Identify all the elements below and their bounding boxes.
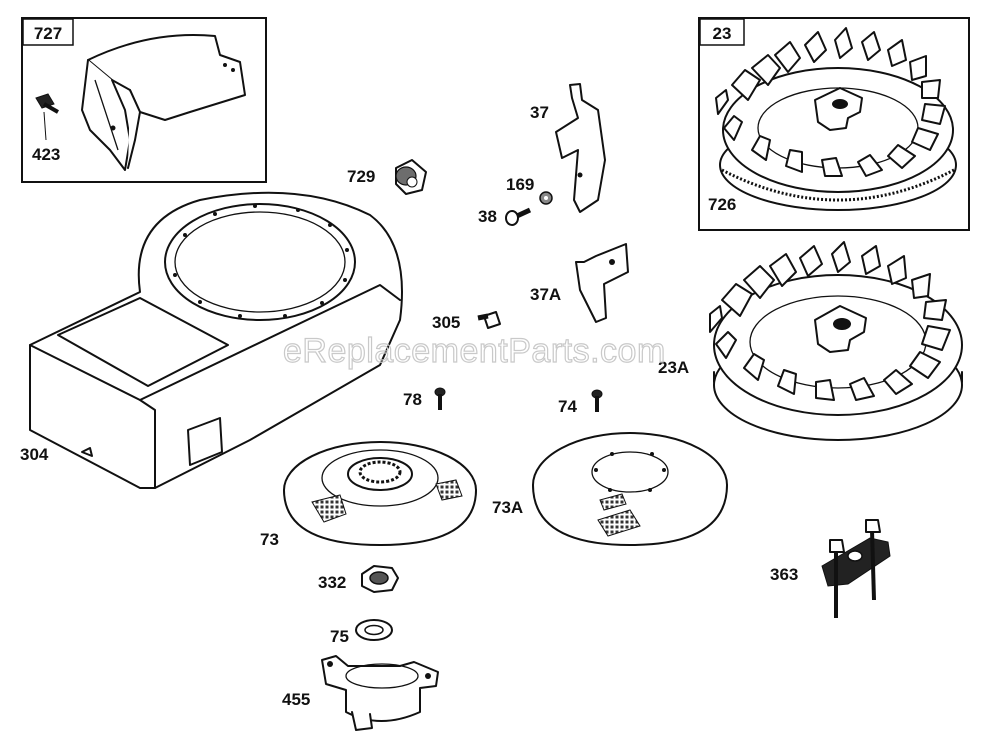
nut-part-332 <box>361 565 399 593</box>
bracket-part-37A <box>575 243 629 323</box>
bracket-part-37 <box>555 83 606 213</box>
bracket-assembly-part-363 <box>821 519 891 618</box>
screw-part-38 <box>505 207 532 226</box>
part-label-726: 726 <box>708 195 736 214</box>
screw-part-305 <box>477 311 501 329</box>
part-label-729: 729 <box>347 167 375 186</box>
part-label-332: 332 <box>318 573 346 592</box>
box-label-727: 727 <box>34 24 62 43</box>
part-label-169: 169 <box>506 175 534 194</box>
screw-part-423 <box>35 93 59 141</box>
air-guide-part-727 <box>81 34 246 171</box>
part-label-73: 73 <box>260 530 279 549</box>
part-label-423: 423 <box>32 145 60 164</box>
part-label-78: 78 <box>403 390 422 409</box>
blower-housing-part-304 <box>29 191 403 489</box>
part-label-37A: 37A <box>530 285 561 304</box>
part-label-37: 37 <box>530 103 549 122</box>
part-label-75: 75 <box>330 627 349 646</box>
part-label-455: 455 <box>282 690 310 709</box>
flywheel-part-726 <box>715 27 957 211</box>
part-label-23A: 23A <box>658 358 689 377</box>
inset-box-727: 727 423 <box>21 17 267 183</box>
box-label-23: 23 <box>713 24 732 43</box>
washer-part-169 <box>539 191 553 205</box>
washer-part-75 <box>355 619 393 641</box>
part-label-38: 38 <box>478 207 497 226</box>
inset-box-23: 23 <box>698 17 970 231</box>
watermark-text: eReplacementParts.com <box>283 332 666 370</box>
screen-part-73A <box>532 432 728 546</box>
part-label-305: 305 <box>432 313 460 332</box>
part-label-363: 363 <box>770 565 798 584</box>
cup-part-455 <box>321 655 439 731</box>
grommet-part-729 <box>395 159 427 195</box>
screw-part-78 <box>434 387 446 410</box>
part-label-74: 74 <box>558 397 577 416</box>
part-label-304: 304 <box>20 445 49 464</box>
flywheel-part-23A <box>709 241 963 441</box>
screen-part-73 <box>283 441 477 546</box>
screw-part-74 <box>591 389 603 412</box>
part-label-73A: 73A <box>492 498 523 517</box>
